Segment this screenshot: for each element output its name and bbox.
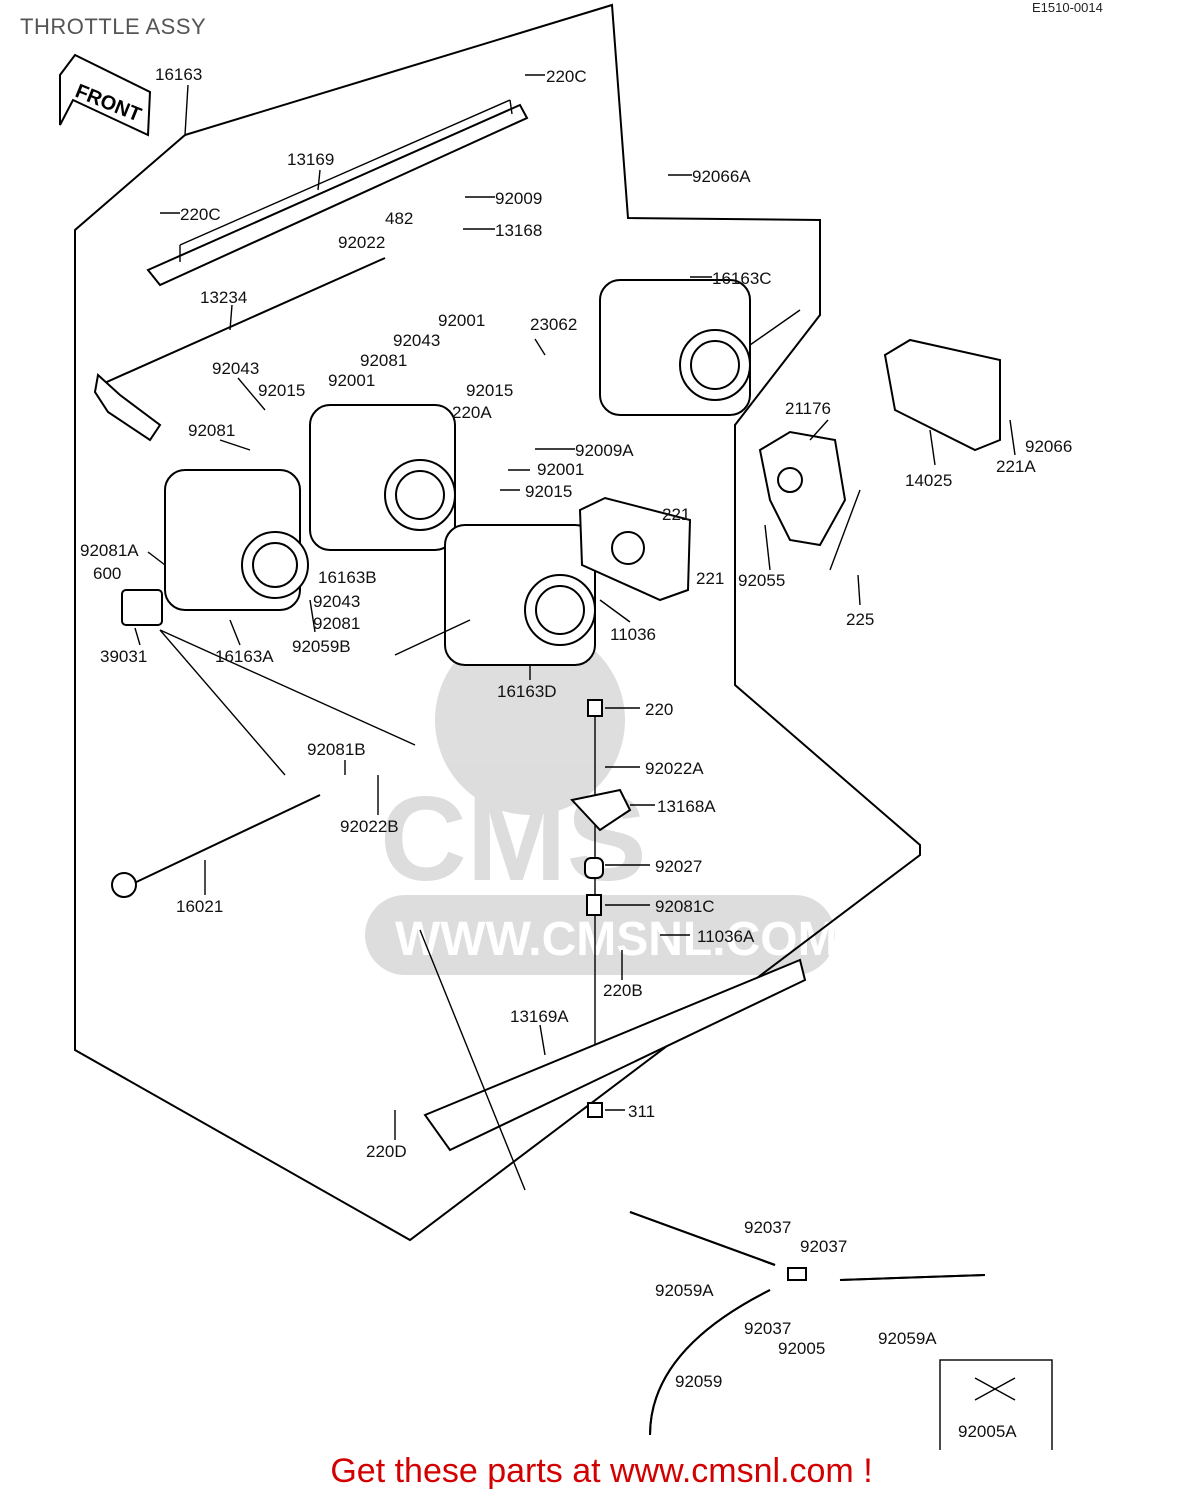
- label-92081A: 92081A: [80, 541, 139, 560]
- inset-box-92005A: [939, 1359, 1053, 1450]
- label-92027: 92027: [655, 857, 702, 876]
- label-482: 482: [385, 209, 413, 228]
- page-title: THROTTLE ASSY: [20, 14, 207, 39]
- label-13169A: 13169A: [510, 1007, 569, 1026]
- front-arrow-icon: FRONT: [59, 53, 152, 137]
- label-16163B: 16163B: [318, 568, 377, 587]
- label-92081C: 92081C: [655, 897, 715, 916]
- label-92001-a: 92001: [438, 311, 485, 330]
- label-92015-b: 92015: [466, 381, 513, 400]
- label-92066: 92066: [1025, 437, 1072, 456]
- watermark: CMS WWW.CMSNL.COM: [365, 625, 838, 975]
- label-92001-c: 92001: [537, 460, 584, 479]
- label-92005: 92005: [778, 1339, 825, 1358]
- label-220D: 220D: [366, 1142, 407, 1161]
- label-220C-top: 220C: [546, 67, 587, 86]
- throttle-body-16163C: [599, 279, 751, 416]
- throttle-body-16163B: [309, 404, 456, 551]
- watermark-banner: [365, 895, 835, 975]
- label-16163: 16163: [155, 65, 202, 84]
- label-92081-a: 92081: [360, 351, 407, 370]
- label-92015-a: 92015: [258, 381, 305, 400]
- label-92022: 92022: [338, 233, 385, 252]
- label-92081-b: 92081: [188, 421, 235, 440]
- leader-lines: [134, 74, 1016, 1191]
- label-92059B: 92059B: [292, 637, 351, 656]
- throttle-link-rail-lower: [423, 958, 807, 1152]
- label-23062: 23062: [530, 315, 577, 334]
- label-92043-c: 92043: [313, 592, 360, 611]
- label-311: 311: [628, 1102, 655, 1121]
- filter-39031: [121, 589, 163, 626]
- drawing-code: E1510-0014: [1032, 0, 1103, 15]
- idle-adjust-screw: [111, 794, 321, 898]
- label-225: 225: [846, 610, 874, 629]
- label-92037-b: 92037: [800, 1237, 847, 1256]
- label-221-a: 221: [662, 505, 690, 524]
- throttle-shaft: [93, 257, 386, 442]
- label-220C-left: 220C: [180, 205, 221, 224]
- label-92037-c: 92037: [744, 1319, 791, 1338]
- label-92001-b: 92001: [328, 371, 375, 390]
- label-600: 600: [93, 564, 121, 583]
- part-labels: 16163 220C 13169 220C 92009 482 92022 13…: [80, 65, 1072, 1441]
- label-92022B: 92022B: [340, 817, 399, 836]
- vacuum-hoses: [629, 1211, 986, 1436]
- cover-14025: [883, 338, 1001, 452]
- watermark-url: WWW.CMSNL.COM: [395, 913, 838, 966]
- label-11036A: 11036A: [697, 927, 755, 946]
- label-92037-a: 92037: [744, 1218, 791, 1237]
- label-21176: 21176: [785, 399, 831, 418]
- label-14025: 14025: [905, 471, 952, 490]
- label-92081B: 92081B: [307, 740, 366, 759]
- throttle-body-16163D: [444, 524, 596, 666]
- label-92005A: 92005A: [958, 1422, 1017, 1441]
- label-220A: 220A: [452, 403, 492, 422]
- label-220B: 220B: [603, 981, 643, 1000]
- throttle-body-16163A: [164, 469, 309, 611]
- plunger-stack: [570, 699, 632, 1118]
- label-16163C: 16163C: [712, 269, 772, 288]
- label-92059: 92059: [675, 1372, 722, 1391]
- label-221A: 221A: [996, 457, 1036, 476]
- label-92043-b: 92043: [212, 359, 259, 378]
- label-16163A: 16163A: [215, 647, 274, 666]
- label-39031: 39031: [100, 647, 147, 666]
- label-92059A-a: 92059A: [655, 1281, 714, 1300]
- label-92066A: 92066A: [692, 167, 751, 186]
- label-13168: 13168: [495, 221, 542, 240]
- throttle-link-rail-upper: [146, 99, 529, 287]
- label-16163D: 16163D: [497, 682, 557, 701]
- label-13169: 13169: [287, 150, 334, 169]
- label-92009: 92009: [495, 189, 542, 208]
- promo-link[interactable]: Get these parts at www.cmsnl.com !: [330, 1452, 873, 1490]
- exploded-parts-diagram: CMS WWW.CMSNL.COM FRONT: [59, 3, 1072, 1450]
- label-92059A-b: 92059A: [878, 1329, 937, 1348]
- label-92015-c: 92015: [525, 482, 572, 501]
- throttle-sensor: [758, 430, 847, 547]
- label-92022A: 92022A: [645, 759, 704, 778]
- hose-joint-92005: [787, 1267, 807, 1281]
- label-11036: 11036: [610, 625, 656, 644]
- label-221-b: 221: [696, 569, 724, 588]
- label-220: 220: [645, 700, 673, 719]
- label-13234: 13234: [200, 288, 247, 307]
- label-16021: 16021: [176, 897, 223, 916]
- label-92043-a: 92043: [393, 331, 440, 350]
- assembly-outline: [74, 3, 921, 1242]
- label-92009A: 92009A: [575, 441, 634, 460]
- label-13168A: 13168A: [657, 797, 716, 816]
- label-92055: 92055: [738, 571, 785, 590]
- bracket-11036: [578, 496, 692, 602]
- watermark-mascot-icon: [435, 625, 625, 815]
- label-92081-c: 92081: [313, 614, 360, 633]
